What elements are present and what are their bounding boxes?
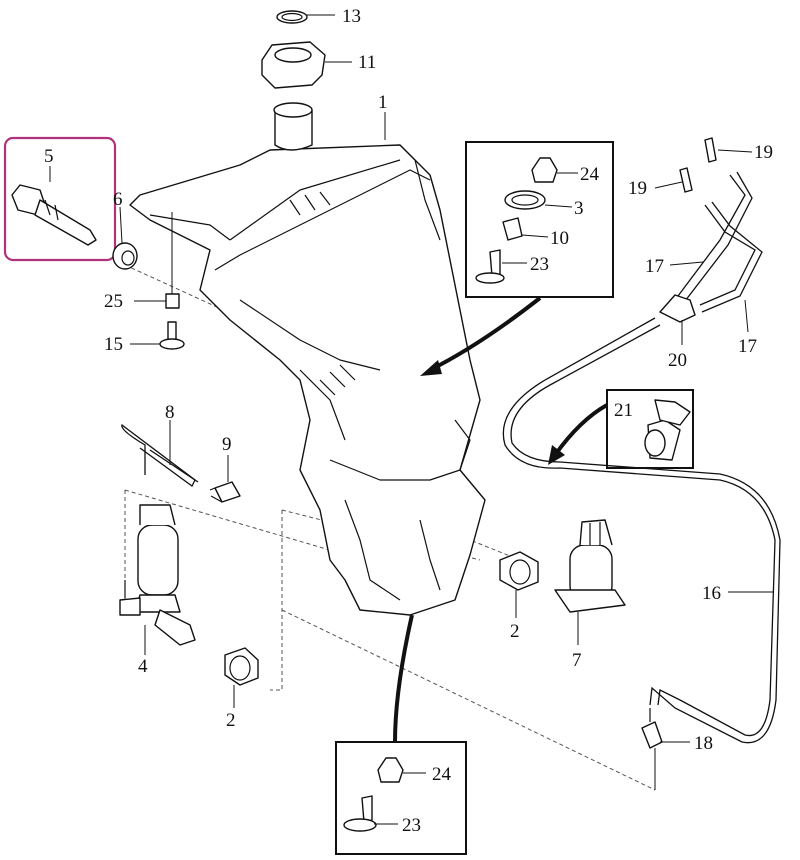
callout-24-top: 24 bbox=[580, 164, 600, 185]
callout-18: 18 bbox=[694, 733, 713, 754]
callout-4: 4 bbox=[138, 656, 148, 677]
inset-box-seal-kit bbox=[465, 141, 614, 298]
part-11-cap-nut bbox=[261, 41, 352, 89]
callout-8: 8 bbox=[165, 402, 175, 423]
callout-labels: 13 11 1 5 6 25 15 8 9 4 2 2 7 24 3 10 23… bbox=[44, 6, 773, 836]
callout-23-bottom: 23 bbox=[402, 815, 421, 836]
inset-box-part-21 bbox=[606, 389, 694, 469]
hose-assembly bbox=[502, 137, 781, 790]
part-6-grommet bbox=[112, 206, 138, 270]
callout-2-left: 2 bbox=[226, 710, 236, 731]
callout-6: 6 bbox=[113, 189, 123, 210]
callout-11: 11 bbox=[358, 52, 376, 73]
callout-25: 25 bbox=[104, 291, 123, 312]
callout-7: 7 bbox=[572, 650, 582, 671]
part-15-bolt bbox=[130, 321, 185, 350]
callout-17-right: 17 bbox=[738, 336, 757, 357]
part-4-washer-pump bbox=[119, 504, 196, 655]
part-8-hose bbox=[121, 420, 199, 487]
callout-21: 21 bbox=[614, 400, 633, 421]
callout-19-right: 19 bbox=[754, 142, 773, 163]
callout-10: 10 bbox=[550, 228, 569, 249]
callout-9: 9 bbox=[222, 434, 232, 455]
inset-21-pointer bbox=[553, 403, 608, 457]
callout-16: 16 bbox=[702, 583, 721, 604]
part-7-washer-pump bbox=[554, 519, 626, 645]
part-9-connector bbox=[209, 455, 241, 503]
part-25-spacer bbox=[134, 212, 180, 309]
inset-box-bolt-kit bbox=[335, 741, 467, 855]
inset-bottom-pointer bbox=[393, 614, 414, 743]
part-5-level-sensor bbox=[3, 136, 117, 262]
callout-20: 20 bbox=[668, 350, 687, 371]
inset-21-arrowhead bbox=[548, 445, 565, 465]
inset-top-arrowhead bbox=[420, 360, 442, 376]
callout-17-left: 17 bbox=[645, 256, 664, 277]
callout-23-top: 23 bbox=[530, 254, 549, 275]
callout-3: 3 bbox=[574, 198, 584, 219]
inset-top-pointer bbox=[429, 296, 542, 372]
part-2-grommet-right bbox=[499, 551, 539, 618]
part-13-o-ring bbox=[276, 10, 335, 24]
callout-15: 15 bbox=[104, 334, 123, 355]
callout-13: 13 bbox=[342, 6, 361, 27]
washer-reservoir-tank bbox=[129, 102, 486, 616]
callout-5: 5 bbox=[44, 146, 54, 167]
callout-24-bottom: 24 bbox=[432, 764, 452, 785]
callout-2-right: 2 bbox=[510, 621, 520, 642]
part-5-highlight-box bbox=[3, 136, 117, 262]
callout-19-left: 19 bbox=[628, 178, 647, 199]
part-2-grommet-left bbox=[224, 647, 259, 708]
callout-1: 1 bbox=[378, 92, 388, 113]
